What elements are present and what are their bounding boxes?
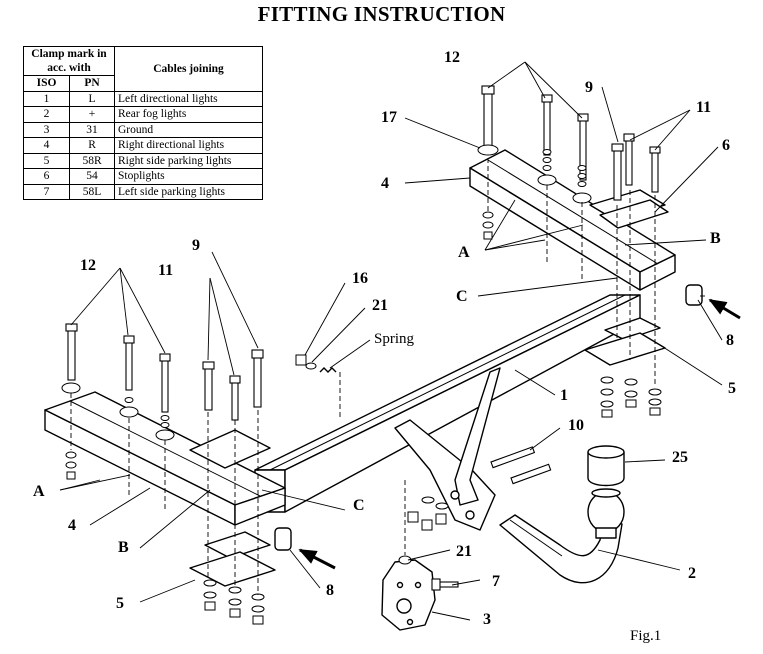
label-3: 3 (483, 611, 491, 628)
header-cables-joining: Cables joining (114, 46, 263, 92)
cell-desc: Right directional lights (114, 137, 263, 154)
header-pn: PN (69, 75, 115, 92)
spring-coil (319, 367, 337, 373)
label-21-top: 21 (372, 297, 388, 314)
label-11-top: 11 (696, 99, 711, 116)
label-C-bottom: C (353, 497, 365, 514)
plate-bottom-right-a (604, 317, 661, 341)
label-4-top: 4 (381, 175, 389, 192)
label-12-left: 12 (80, 257, 96, 274)
diagonal-strut (454, 367, 501, 506)
bolts (65, 85, 661, 591)
label-A-left: A (33, 483, 45, 500)
cables-joining-table: Clamp mark in acc. with Cables joining I… (22, 46, 263, 200)
label-11-left: 11 (158, 262, 173, 279)
label-16: 16 (352, 270, 368, 287)
label-8-bottom: 8 (326, 582, 334, 599)
label-9-top: 9 (585, 79, 593, 96)
label-9-left: 9 (192, 237, 200, 254)
figure-label: Fig.1 (630, 628, 661, 644)
tow-arm (499, 514, 623, 584)
cell-desc: Left side parking lights (114, 183, 263, 200)
tow-ball (587, 491, 625, 533)
end-cap-left (274, 527, 292, 551)
label-spring: Spring (374, 331, 415, 347)
cell-iso: 7 (22, 183, 71, 200)
label-B-top: B (710, 230, 721, 247)
label-4-left: 4 (68, 517, 76, 534)
label-10: 10 (568, 417, 584, 434)
assembly-lines (70, 158, 705, 595)
label-A-top: A (458, 244, 470, 261)
cell-pn: 58R (69, 152, 115, 169)
label-1: 1 (560, 387, 568, 404)
label-12-top: 12 (444, 49, 460, 66)
label-6: 6 (722, 137, 730, 154)
leader-lines (59, 61, 723, 621)
cell-iso: 4 (22, 137, 71, 154)
label-25: 25 (672, 449, 688, 466)
label-8-top: 8 (726, 332, 734, 349)
label-C-top: C (456, 288, 468, 305)
label-21-bottom: 21 (456, 543, 472, 560)
label-5-left: 5 (116, 595, 124, 612)
direction-arrows (298, 298, 741, 570)
ball-cap (587, 445, 625, 487)
plate-bottom-left-a (204, 531, 271, 559)
cell-desc: Stoplights (114, 168, 263, 185)
label-5-right: 5 (728, 380, 736, 397)
table-header-row: Clamp mark in acc. with Cables joining (23, 46, 263, 92)
label-2: 2 (688, 565, 696, 582)
label-17: 17 (381, 109, 397, 126)
plate-top-left (189, 429, 271, 469)
plate-bottom-left-b (189, 551, 276, 587)
page-title: FITTING INSTRUCTION (257, 2, 506, 26)
main-crossbar (254, 294, 641, 513)
header-clamp-mark: Clamp mark in acc. with (23, 46, 115, 76)
label-7: 7 (492, 573, 500, 590)
cell-desc: Right side parking lights (114, 152, 263, 169)
washers-nuts (61, 144, 662, 625)
label-B-left: B (118, 539, 129, 556)
